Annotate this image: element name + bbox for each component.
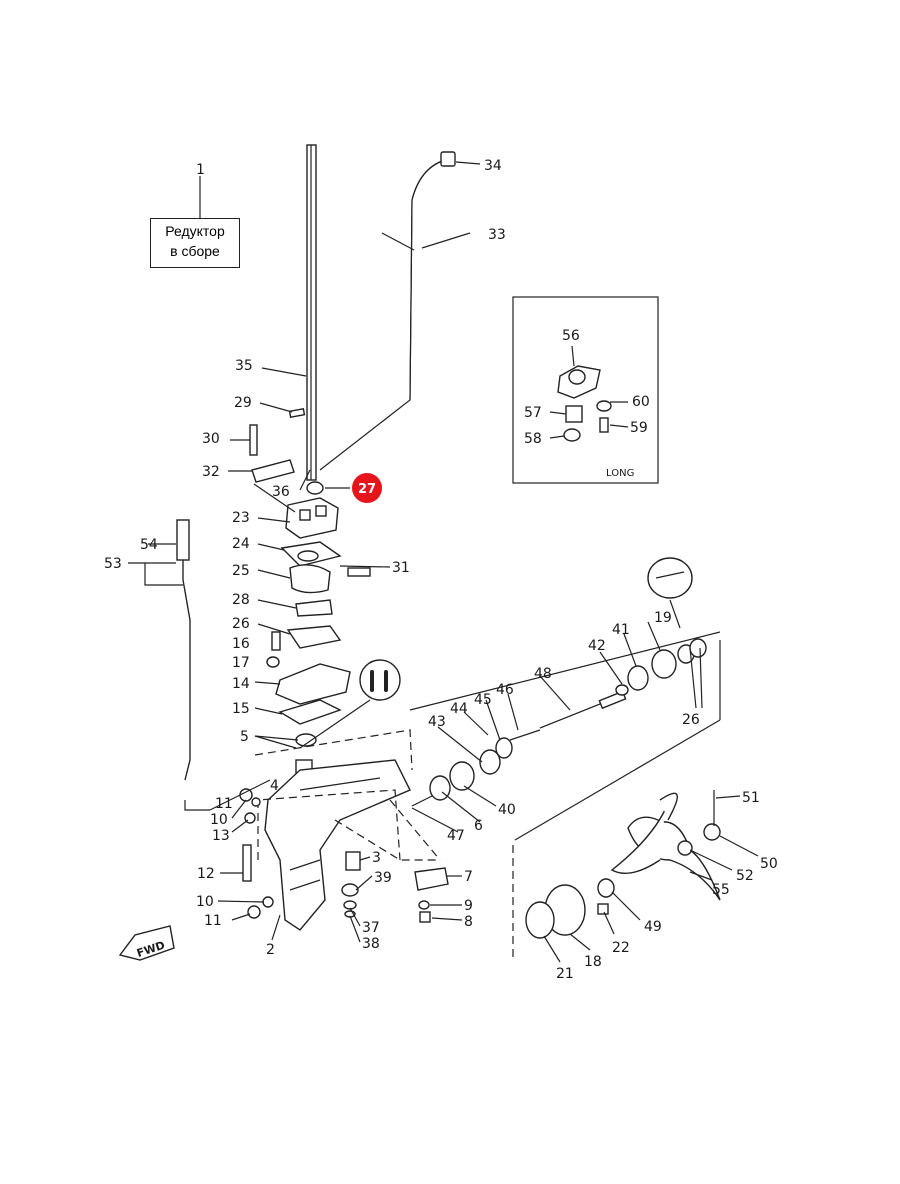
callout-36: 36 <box>272 484 290 500</box>
callout-32: 32 <box>202 464 220 480</box>
callout-59: 59 <box>630 420 648 436</box>
assembly-label-line2: в сборе <box>170 243 220 259</box>
callout-8: 8 <box>464 914 473 930</box>
callout-46: 46 <box>496 682 514 698</box>
callout-30: 30 <box>202 431 220 447</box>
callout-51: 51 <box>742 790 760 806</box>
group-outline <box>254 729 413 771</box>
lower-casing <box>264 759 411 931</box>
callout-22: 22 <box>612 940 630 956</box>
callout-54: 54 <box>140 537 158 553</box>
callout-17: 17 <box>232 655 250 671</box>
inset-caption: LONG <box>606 468 634 479</box>
detail-circle-left <box>359 659 401 701</box>
shift-cable <box>319 151 456 471</box>
callout-21: 21 <box>556 966 574 982</box>
callout-24: 24 <box>232 536 250 552</box>
callout-40: 40 <box>498 802 516 818</box>
callout-25: 25 <box>232 563 250 579</box>
cable-cap <box>440 151 456 167</box>
callout-37: 37 <box>362 920 380 936</box>
callout-26b: 26 <box>682 712 700 728</box>
grommet <box>306 481 324 495</box>
callout-38: 38 <box>362 936 380 952</box>
shift-rod-coupler <box>176 519 190 561</box>
callout-27-text: 27 <box>358 482 376 497</box>
callout-49: 49 <box>644 919 662 935</box>
callout-23: 23 <box>232 510 250 526</box>
callout-3: 3 <box>372 850 381 866</box>
callout-10a: 10 <box>210 812 228 828</box>
impeller-key <box>295 599 333 617</box>
callout-56: 56 <box>562 328 580 344</box>
callout-55: 55 <box>712 882 730 898</box>
drive-shaft <box>306 144 317 481</box>
callout-58: 58 <box>524 431 542 447</box>
fwd-direction-badge <box>118 925 175 961</box>
callout-4: 4 <box>270 778 279 794</box>
callout-7: 7 <box>464 869 473 885</box>
callout-11a: 11 <box>215 796 233 812</box>
callout-41: 41 <box>612 622 630 638</box>
callout-1: 1 <box>196 162 205 178</box>
callout-29: 29 <box>234 395 252 411</box>
snap-ring <box>525 901 555 939</box>
callout-10b: 10 <box>196 894 214 910</box>
propeller <box>525 790 721 939</box>
callout-52: 52 <box>736 868 754 884</box>
callout-18: 18 <box>584 954 602 970</box>
callout-13: 13 <box>212 828 230 844</box>
callout-26a: 26 <box>232 616 250 632</box>
detail-circle-right <box>647 557 693 599</box>
callout-19: 19 <box>654 610 672 626</box>
callout-43: 43 <box>428 714 446 730</box>
propeller-shaft-assembly <box>359 557 707 807</box>
callout-28: 28 <box>232 592 250 608</box>
callout-6: 6 <box>474 818 483 834</box>
shift-rod <box>176 519 191 781</box>
plate-gasket <box>278 699 342 725</box>
outer-plate <box>286 625 342 649</box>
callout-57: 57 <box>524 405 542 421</box>
callout-numbers: 1 34 33 35 29 30 32 36 23 24 25 28 26 16… <box>104 158 778 982</box>
callout-5: 5 <box>240 729 249 745</box>
callout-9: 9 <box>464 898 473 914</box>
callout-15: 15 <box>232 701 250 717</box>
callout-31: 31 <box>392 560 410 576</box>
callout-11b: 11 <box>204 913 222 929</box>
highlight-marker <box>352 473 382 503</box>
callout-12: 12 <box>197 866 215 882</box>
leader-lines <box>128 161 759 963</box>
water-pump-stack <box>275 481 351 783</box>
callout-16: 16 <box>232 636 250 652</box>
pump-housing <box>285 497 339 539</box>
callout-53: 53 <box>104 556 122 572</box>
highlight-callout-27[interactable]: 27 <box>325 473 382 503</box>
callout-42: 42 <box>588 638 606 654</box>
callout-45: 45 <box>474 692 492 708</box>
callout-39: 39 <box>374 870 392 886</box>
callout-35: 35 <box>235 358 253 374</box>
callout-44: 44 <box>450 701 468 717</box>
group-outline-2 <box>257 789 401 861</box>
callout-33: 33 <box>488 227 506 243</box>
callout-34: 34 <box>484 158 502 174</box>
callout-50: 50 <box>760 856 778 872</box>
small-parts <box>239 408 449 923</box>
callout-60: 60 <box>632 394 650 410</box>
callout-47: 47 <box>447 828 465 844</box>
impeller <box>289 564 331 594</box>
cartridge <box>275 663 351 705</box>
assembly-label: Редуктор в сборе <box>150 218 240 268</box>
long-shaft-inset <box>512 296 659 484</box>
assembly-label-line1: Редуктор <box>165 223 225 239</box>
bearing-19 <box>651 649 677 679</box>
callout-48: 48 <box>534 666 552 682</box>
callout-2: 2 <box>266 942 275 958</box>
callout-14: 14 <box>232 676 250 692</box>
gear-41 <box>627 665 649 691</box>
gear-40 <box>449 761 475 791</box>
